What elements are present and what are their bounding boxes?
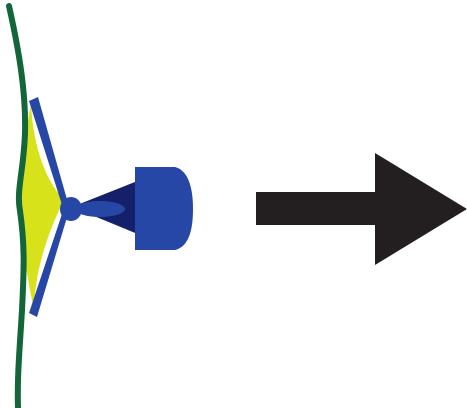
curved-boundary-line bbox=[6, 3, 29, 408]
blue-connector-arms bbox=[29, 97, 68, 317]
blue-joint-knob bbox=[60, 197, 125, 221]
yellow-deformation-zone bbox=[20, 104, 64, 309]
right-arrow bbox=[256, 153, 467, 265]
blue-rounded-block bbox=[135, 167, 193, 250]
